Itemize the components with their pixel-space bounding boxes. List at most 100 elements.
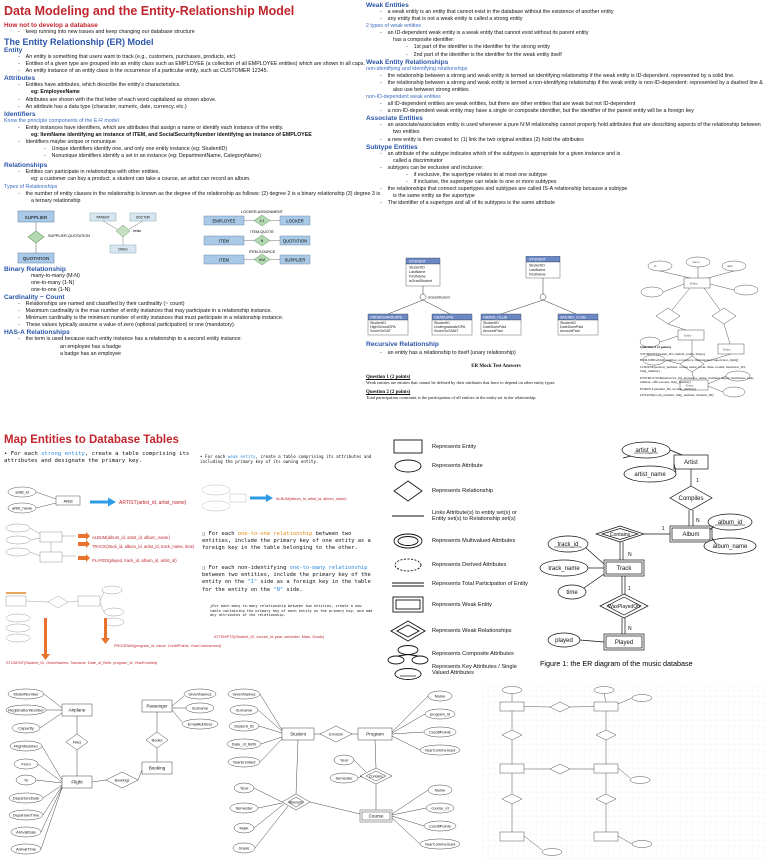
student-er-diagram: GivenNames Surname Student_ID Date_of_Bi… xyxy=(226,688,461,854)
track-table-schema: TRACK(track_id, album_id, artist_id, tra… xyxy=(92,544,195,549)
books-rel: Books xyxy=(151,738,162,743)
entity-heading: Entity xyxy=(4,47,23,55)
svg-text:Entity: Entity xyxy=(723,348,731,352)
supplier2-entity: SUPPLIER xyxy=(285,257,306,262)
svg-text:AmountPaid: AmountPaid xyxy=(483,329,503,333)
played-attr: played xyxy=(555,638,573,644)
q4-line: COURSE(section_number, course name, book… xyxy=(640,364,746,374)
svg-text:LastName: LastName xyxy=(529,268,545,272)
how-item: - keep running into new issues and keep … xyxy=(18,29,195,35)
svg-text:FirstName: FirstName xyxy=(529,273,546,277)
q4-line: LESSON(room_number, bldg_number, Student… xyxy=(640,393,714,397)
compiles-rel: Compiles xyxy=(678,496,703,502)
artist-name-attr: artist_name xyxy=(634,472,666,478)
svg-text:GivenNames: GivenNames xyxy=(188,692,211,697)
student-entity: Student xyxy=(290,732,307,737)
album-table-schema: ALBUM(album_id, artist_id, album_name) xyxy=(276,497,347,501)
cardinality-heading: Cardinality ~ Count xyxy=(4,294,65,302)
recursive-heading: Recursive Relationship xyxy=(366,341,439,348)
grid-er-sketch-panel xyxy=(482,684,766,860)
svg-text:StudentID: StudentID xyxy=(409,266,425,270)
page-title: Data Modeling and the Entity-Relationshi… xyxy=(4,4,295,18)
svg-text:YearEnrolled: YearEnrolled xyxy=(233,760,256,765)
svg-text:StudentID: StudentID xyxy=(370,321,386,325)
weak-rel-list: - the relationship between a strong and … xyxy=(380,72,763,93)
legend-item: Represents Weak Entity xyxy=(432,602,492,608)
item-source-title: ITEM-SOURCE xyxy=(249,250,276,254)
cardinality-label: N xyxy=(628,626,632,632)
binary-list: many-to-many (M-N) one-to-many (1-N) one… xyxy=(31,272,80,293)
subtype-list: - an attribute of the subtype indicates … xyxy=(380,150,628,207)
attributes-heading: Attributes xyxy=(4,75,36,83)
svg-text:ArrivalDate: ArrivalDate xyxy=(16,830,37,835)
graduate-entity: GRADUATE xyxy=(434,316,454,320)
svg-text:date: date xyxy=(727,264,733,268)
cardinality-label: N xyxy=(696,518,700,524)
svg-text:Year: Year xyxy=(240,786,249,791)
contains-rel: Contains xyxy=(610,532,631,538)
svg-text:DateDuesPaid: DateDuesPaid xyxy=(483,325,506,329)
svg-text:To: To xyxy=(24,778,29,783)
weak-rel-heading: Weak Entity Relationships xyxy=(366,58,449,66)
figure-caption: Figure 1: the ER diagram of the music da… xyxy=(540,659,693,668)
cardinality-label: 1 xyxy=(696,478,699,484)
legend-item: Represents Composite Attributes xyxy=(432,651,514,657)
subtype-heading: Subtype Entities xyxy=(366,143,418,151)
legend-item: Represents Multivalued Attributes xyxy=(432,538,516,544)
svg-text:HighSchoolGPA: HighSchoolGPA xyxy=(370,325,396,329)
svg-text:Year: Year xyxy=(340,758,349,763)
svg-text:RegistrationNumber: RegistrationNumber xyxy=(8,708,44,713)
svg-text:StudentID: StudentID xyxy=(529,264,545,268)
attempts-rel: Attempts xyxy=(289,801,303,805)
time-attr: time xyxy=(566,590,578,596)
svg-text:isGradStudent: isGradStudent xyxy=(409,279,432,283)
non-id-heading: non-ID-dependent weak entities xyxy=(366,94,441,101)
identifier-list: - Entity instances have identifiers, whi… xyxy=(18,124,312,160)
ternary-left-entity: PATIENT xyxy=(97,215,110,219)
assoc-list: - an associate/association entity is use… xyxy=(380,122,761,143)
item2-entity: ITEM xyxy=(219,257,230,262)
program-entity: Program xyxy=(366,732,384,737)
relationships-heading: Relationships xyxy=(4,162,48,170)
types-heading: Types of Relationships xyxy=(4,183,58,190)
item-entity: ITEM xyxy=(219,238,230,243)
legend-item: Links Attribute(s) to entity set(s) or E… xyxy=(432,510,517,523)
ternary-bottom-entity: DRUG xyxy=(118,247,128,251)
student-super-entity: STUDENT xyxy=(409,260,427,264)
svg-text:YearCommenced: YearCommenced xyxy=(425,842,456,847)
svg-text:Semester: Semester xyxy=(235,806,253,811)
svg-text:id: id xyxy=(654,264,657,268)
album-table-schema-2: ALBUM(album_id, artist_id, album_name) xyxy=(92,535,170,540)
svg-text:DateDuesPaid: DateDuesPaid xyxy=(560,325,583,329)
er-heading: The Entity Relationship (ER) Model xyxy=(4,37,154,48)
track-name-attr: track_name xyxy=(548,566,580,572)
ternary-mid-entity: DOCTOR xyxy=(136,215,150,219)
svg-text:FirstName: FirstName xyxy=(409,275,426,279)
item-quote-title: ITEM-QUOTE xyxy=(250,230,274,234)
legend-item: Represents Key Attributes / Single Value… xyxy=(432,664,517,677)
undergraduate-entity: UNDERGRADUATE xyxy=(370,316,403,320)
hasa-heading: HAS-A Relationships xyxy=(4,329,70,337)
booking-entity: Booking xyxy=(149,766,166,771)
passenger-entity: Passenger xyxy=(147,704,169,709)
student-table-schema: STUDENT(Student_ID, GivenNames, Surname,… xyxy=(6,661,158,665)
was-played-on-rel: WasPlayedOn xyxy=(608,604,640,610)
svg-text:LastName: LastName xyxy=(409,270,425,274)
student-er-diagram-panel: GivenNames Surname Student_ID Date_of_Bi… xyxy=(226,686,480,860)
track-entity: Track xyxy=(617,566,633,572)
attribute-list: - Entities have attributes, which descri… xyxy=(18,82,217,110)
weak-rel-sub: non-identifying and identifying relation… xyxy=(366,65,468,72)
svg-text:Student_ID: Student_ID xyxy=(234,724,254,729)
top-right-notes-panel: Weak Entities - a weak entity is an enti… xyxy=(366,2,766,430)
quotation-entity: QUOTATION xyxy=(23,256,50,261)
one-to-one-rule: ❑ For each one-to-one relationship betwe… xyxy=(202,531,371,552)
svg-text:Capacity: Capacity xyxy=(18,726,34,731)
cardinality-label: 1 xyxy=(662,526,665,532)
one-to-many-rule: ❑ For each non-identifying one-to-many r… xyxy=(202,565,371,593)
svg-text:DepartureDate: DepartureDate xyxy=(13,796,40,801)
svg-text:ArrivalTime: ArrivalTime xyxy=(16,847,37,852)
flight-er-diagram: ModelNumber RegistrationNumber Capacity … xyxy=(5,688,219,855)
non-id-list: - all ID-dependent entities are weak ent… xyxy=(380,101,694,115)
legend-item: Represents Derived Attributes xyxy=(432,562,507,568)
q4-heading: Question 4 (4 points) xyxy=(640,345,672,349)
